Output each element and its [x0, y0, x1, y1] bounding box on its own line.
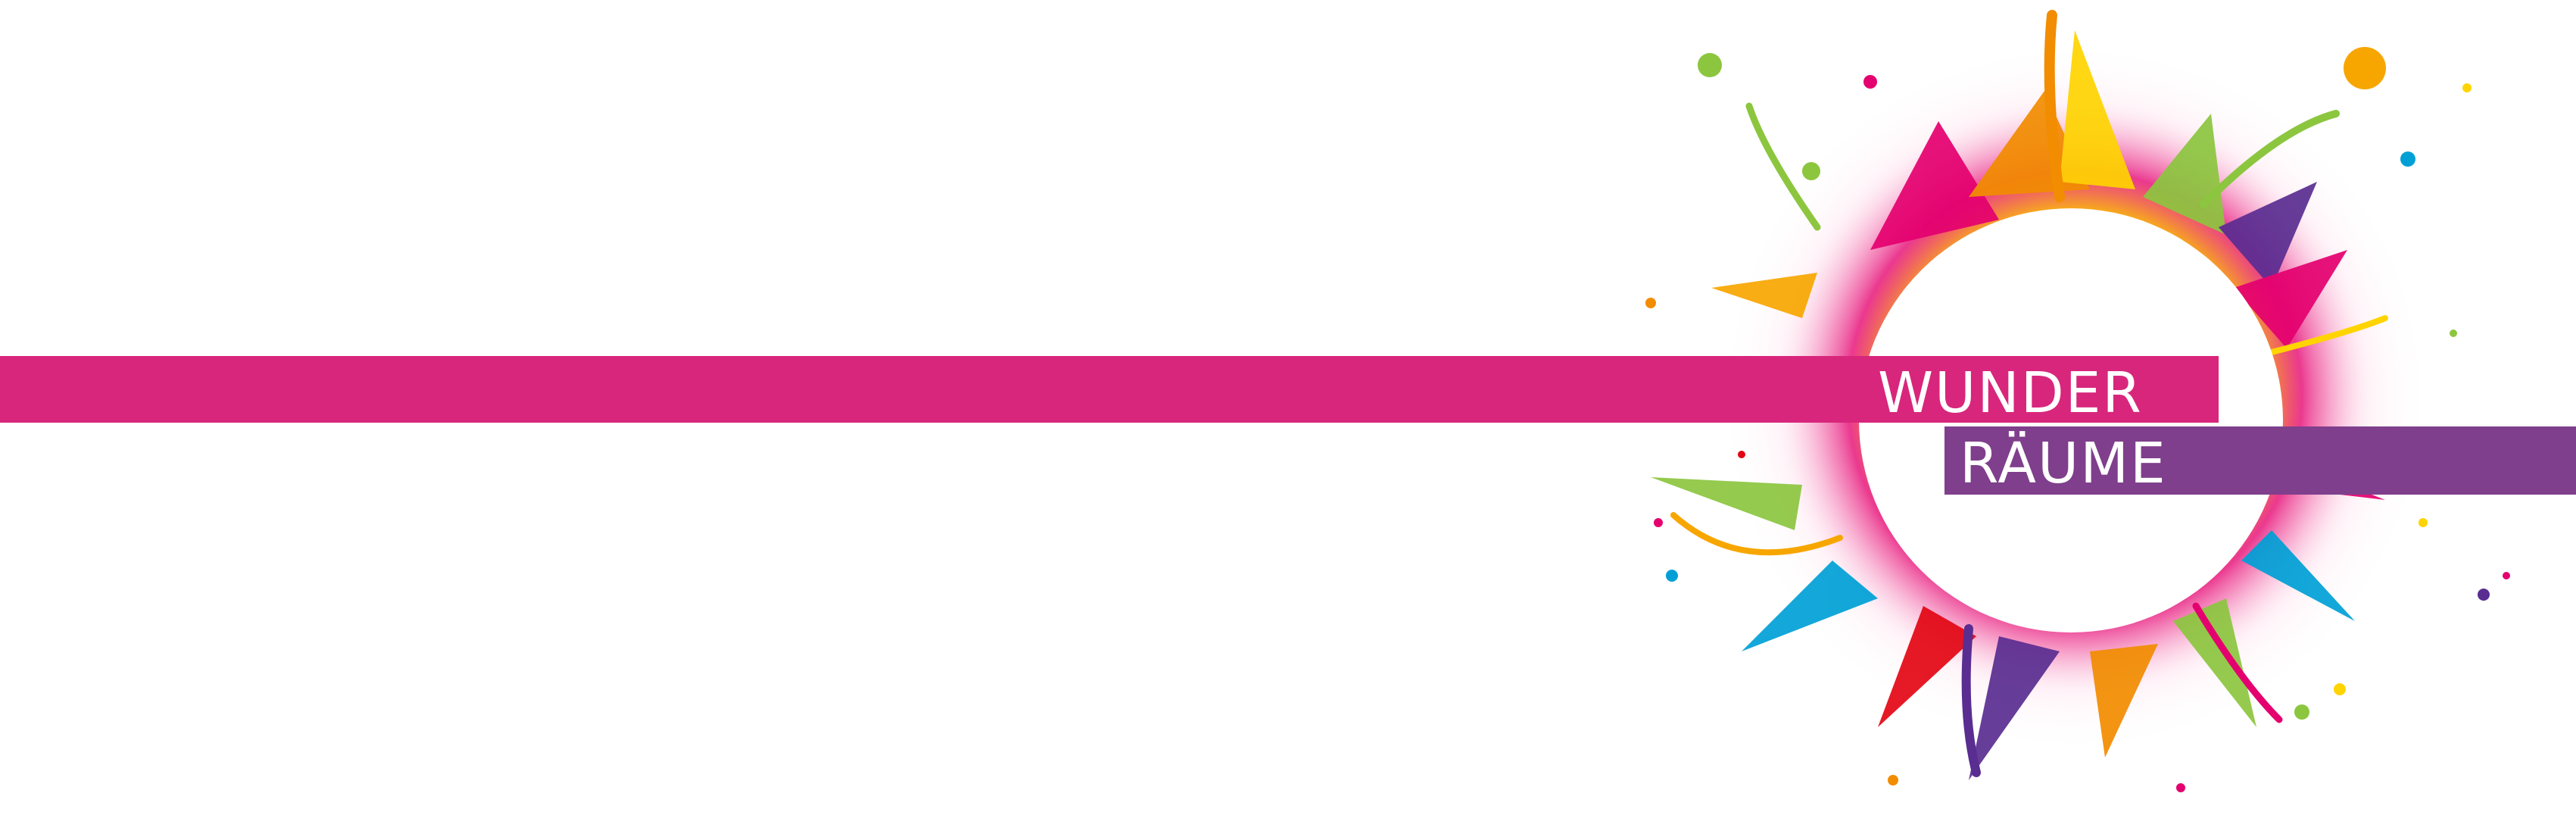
logo-wordmark-line1: WUNDER: [1878, 361, 2143, 426]
logo-wordmark-line2: RÄUME: [1960, 431, 2167, 496]
magenta-stripe: [0, 356, 2219, 423]
purple-stripe: [1944, 426, 2576, 495]
paint-droplets: [1645, 47, 2510, 792]
paint-streaks: [1670, 10, 2388, 777]
